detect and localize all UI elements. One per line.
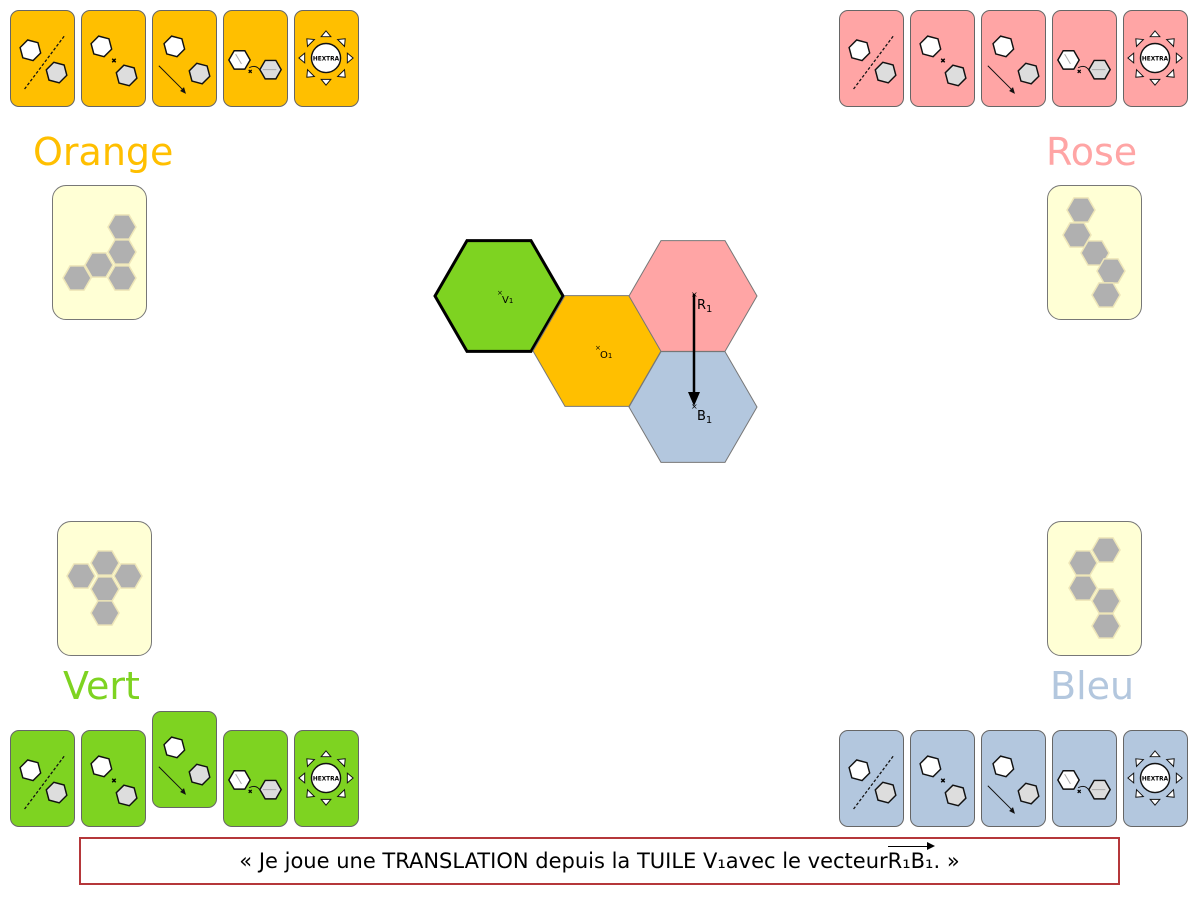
symetrie-centrale-icon: ✖ — [919, 755, 967, 807]
translation-icon — [158, 35, 211, 94]
card-vert-symetrie-centrale[interactable]: ✖ — [81, 730, 146, 827]
hextra-icon: HEXTRA — [1127, 30, 1183, 86]
card-bleu-rotation[interactable]: ✖ — [1052, 730, 1117, 827]
card-vert-symetrie-axiale[interactable] — [10, 730, 75, 827]
svg-text:✖: ✖ — [111, 57, 117, 65]
hextra-label: HEXTRA — [313, 56, 340, 62]
pattern-card-orange[interactable] — [52, 185, 147, 320]
svg-text:✖: ✖ — [940, 57, 946, 65]
symetrie-centrale-icon: ✖ — [90, 35, 138, 87]
rotation-icon: ✖ — [228, 50, 283, 80]
svg-text:✖: ✖ — [1077, 69, 1082, 76]
pattern-card-bleu[interactable] — [1047, 521, 1142, 656]
hextra-label: HEXTRA — [1142, 776, 1169, 782]
vector-arrow — [688, 392, 700, 406]
card-vert-rotation[interactable]: ✖ — [223, 730, 288, 827]
vector-label: R₁B₁ — [887, 842, 936, 873]
card-rose-hextra[interactable]: HEXTRA — [1123, 10, 1188, 107]
card-orange-hextra[interactable]: HEXTRA — [294, 10, 359, 107]
hextra-icon: HEXTRA — [298, 30, 354, 86]
card-bleu-symetrie-axiale[interactable] — [839, 730, 904, 827]
svg-text:✖: ✖ — [1077, 789, 1082, 796]
pattern-card-rose[interactable] — [1047, 185, 1142, 320]
player-name-bleu: Bleu — [1050, 664, 1135, 708]
tile-label: O1 — [600, 350, 612, 361]
card-bleu-translation[interactable] — [981, 730, 1046, 827]
card-bleu-symetrie-centrale[interactable]: ✖ — [910, 730, 975, 827]
card-orange-rotation[interactable]: ✖ — [223, 10, 288, 107]
hextra-icon: HEXTRA — [1127, 750, 1183, 806]
symetrie-axiale-icon — [848, 34, 897, 90]
translation-icon — [158, 736, 211, 795]
rotation-icon: ✖ — [1057, 770, 1112, 800]
tile-b1[interactable] — [628, 351, 758, 463]
symetrie-centrale-icon: ✖ — [90, 755, 138, 807]
svg-text:✖: ✖ — [940, 777, 946, 785]
svg-text:✖: ✖ — [248, 789, 253, 796]
tile-v1[interactable] — [433, 239, 565, 353]
svg-text:×: × — [691, 290, 698, 299]
player-name-orange: Orange — [33, 130, 174, 174]
pattern-shape-icon — [1068, 537, 1121, 639]
card-orange-translation[interactable] — [152, 10, 217, 107]
hextra-label: HEXTRA — [1142, 56, 1169, 62]
card-rose-translation[interactable] — [981, 10, 1046, 107]
pattern-card-vert[interactable] — [57, 521, 152, 656]
player-name-vert: Vert — [63, 664, 140, 708]
card-rose-symetrie-axiale[interactable] — [839, 10, 904, 107]
symetrie-centrale-icon: ✖ — [919, 35, 967, 87]
symetrie-axiale-icon — [19, 34, 68, 90]
announcement-text: « Je joue une TRANSLATION depuis la TUIL… — [239, 849, 718, 873]
svg-text:×: × — [691, 402, 698, 411]
translation-icon — [987, 755, 1040, 814]
announcement-sub: ₁ — [717, 849, 726, 873]
svg-text:×: × — [595, 344, 601, 352]
player-name-rose: Rose — [1046, 130, 1138, 174]
pattern-shape-icon — [66, 550, 143, 626]
svg-text:✖: ✖ — [111, 777, 117, 785]
translation-icon — [987, 35, 1040, 94]
pattern-shape-icon — [1062, 197, 1126, 308]
svg-text:×: × — [497, 289, 503, 297]
card-orange-symetrie-axiale[interactable] — [10, 10, 75, 107]
card-vert-hextra[interactable]: HEXTRA — [294, 730, 359, 827]
hextra-icon: HEXTRA — [298, 750, 354, 806]
symetrie-axiale-icon — [19, 754, 68, 810]
symetrie-axiale-icon — [848, 754, 897, 810]
hextra-label: HEXTRA — [313, 776, 340, 782]
announcement-close: . » — [933, 849, 960, 873]
card-orange-symetrie-centrale[interactable]: ✖ — [81, 10, 146, 107]
move-announcement: « Je joue une TRANSLATION depuis la TUIL… — [79, 837, 1120, 885]
svg-text:✖: ✖ — [248, 69, 253, 76]
rotation-icon: ✖ — [228, 770, 283, 800]
card-vert-translation[interactable] — [152, 711, 217, 808]
card-bleu-hextra[interactable]: HEXTRA — [1123, 730, 1188, 827]
pattern-shape-icon — [62, 214, 137, 291]
rotation-icon: ✖ — [1057, 50, 1112, 80]
card-rose-rotation[interactable]: ✖ — [1052, 10, 1117, 107]
card-rose-symetrie-centrale[interactable]: ✖ — [910, 10, 975, 107]
announcement-text-2: avec le vecteur — [725, 849, 888, 873]
tile-label: V1 — [502, 295, 513, 306]
